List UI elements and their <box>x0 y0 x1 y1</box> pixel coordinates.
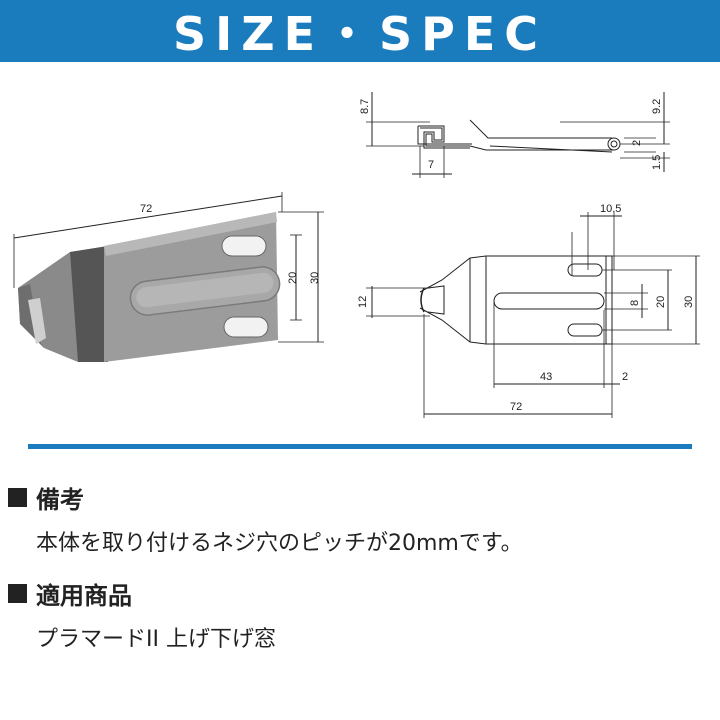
square-bullet-icon <box>8 488 27 507</box>
top-tip-height: 12 <box>357 296 369 308</box>
header-banner: SIZE・SPEC <box>0 0 720 62</box>
top-view-drawing <box>366 212 700 418</box>
top-pitch: 20 <box>655 296 667 308</box>
side-bottom-offset: 1.5 <box>651 155 663 170</box>
side-right-height: 9.2 <box>651 99 663 114</box>
side-thickness: 2 <box>631 140 643 146</box>
square-bullet-icon <box>8 584 27 603</box>
top-slot-width: 8 <box>629 300 641 306</box>
top-total-length: 72 <box>510 401 522 413</box>
spec-drawing: 72 20 30 <box>13 92 700 418</box>
header-title: SIZE・SPEC <box>172 7 548 61</box>
top-edge-offset: 2 <box>622 371 628 383</box>
products-section: 適用商品 プラマードII 上げ下げ窓 <box>8 576 276 653</box>
side-hook-width: 7 <box>428 159 434 171</box>
top-height: 30 <box>683 296 695 308</box>
products-text: プラマードII 上げ下げ窓 <box>36 627 276 652</box>
side-left-height: 8.7 <box>359 99 371 114</box>
product-photo: 72 20 30 <box>13 192 324 362</box>
side-view-drawing <box>366 92 670 178</box>
notes-heading: 備考 <box>36 486 84 514</box>
top-slot-length: 43 <box>540 371 552 383</box>
notes-section: 備考 本体を取り付けるネジ穴のピッチが20mmです。 <box>8 480 523 557</box>
photo-pitch-label: 20 <box>287 272 299 284</box>
top-slot-offset: 10.5 <box>600 203 621 215</box>
section-divider <box>28 444 692 449</box>
photo-height-label: 30 <box>309 272 321 284</box>
notes-text: 本体を取り付けるネジ穴のピッチが20mmです。 <box>36 531 523 556</box>
photo-length-label: 72 <box>140 203 152 215</box>
products-heading: 適用商品 <box>36 582 132 610</box>
